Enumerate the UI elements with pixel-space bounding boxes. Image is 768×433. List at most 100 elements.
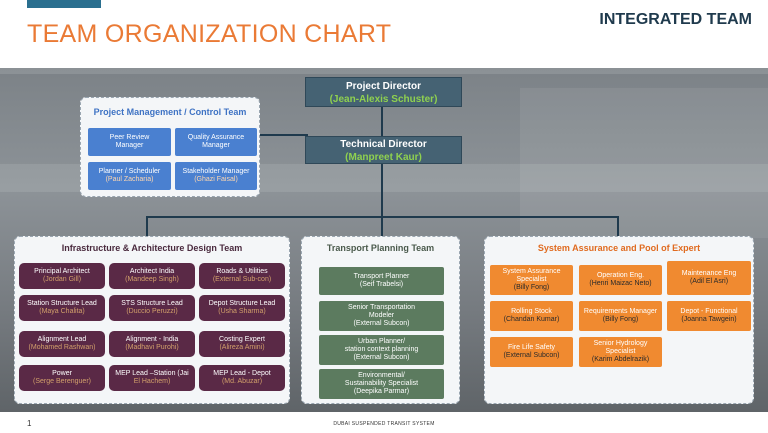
box-title: station context planning — [344, 346, 419, 353]
box-person: (Usha Sharma) — [218, 308, 266, 315]
box-person: (External Subcon) — [353, 354, 410, 361]
maintenance-eng-box: Maintenance Eng (Adil El Asri) — [667, 261, 751, 295]
top-accent-bar — [27, 0, 101, 8]
box-title: Power — [52, 370, 72, 377]
box-title: Alignment - India — [125, 336, 179, 343]
fire-life-safety-box: Fire Life Safety (External Subcon) — [490, 337, 573, 367]
connector-line — [381, 163, 383, 217]
connector-line — [381, 216, 383, 236]
slide-number: 1 — [27, 419, 32, 428]
system-assurance-title: System Assurance and Pool of Expert — [537, 243, 701, 253]
footer-text: DUBAI SUSPENDED TRANSIT SYSTEM — [333, 421, 435, 427]
box-title: Quality Assurance — [187, 134, 245, 141]
depot-functional-box: Depot - Functional (Joanna Tawgein) — [667, 301, 751, 331]
project-director-name: (Jean-Alexis Schuster) — [329, 94, 438, 105]
power-box: Power (Serge Berenguer) — [19, 365, 105, 391]
box-title: Maintenance Eng — [681, 270, 737, 277]
technical-director-name: (Manpreet Kaur) — [345, 152, 422, 163]
project-director-box: Project Director (Jean-Alexis Schuster) — [305, 77, 462, 107]
connector-line — [260, 134, 308, 136]
box-person: (Joanna Tawgein) — [681, 316, 737, 323]
box-title: Senior Hydrology — [593, 340, 648, 347]
project-management-title: Project Management / Control Team — [93, 107, 247, 117]
mep-lead-station-box: MEP Lead –Station (Jai El Hachem) — [109, 365, 195, 391]
box-person: (Mandeep Singh) — [125, 276, 179, 283]
box-title: Modeler — [368, 312, 395, 319]
architect-india-box: Architect India (Mandeep Singh) — [109, 263, 195, 289]
background-band — [0, 68, 768, 74]
box-title: Operation Eng. — [596, 272, 645, 279]
connector-line — [617, 216, 619, 236]
page-title: TEAM ORGANIZATION CHART — [27, 20, 392, 48]
box-person: (Seif Trabelsi) — [359, 281, 404, 288]
system-assurance-specialist-box: System Assurance Specialist (Billy Fong) — [490, 265, 573, 295]
box-title: Environmental/ — [358, 372, 405, 379]
operation-eng-box: Operation Eng. (Henri Maizac Neto) — [579, 265, 662, 295]
box-title: STS Structure Lead — [121, 300, 183, 307]
technical-director-box: Technical Director (Manpreet Kaur) — [305, 136, 462, 164]
sustainability-specialist-box: Environmental/ Sustainability Specialist… — [319, 369, 444, 399]
box-title: Peer Review — [109, 134, 150, 141]
box-person: (Duccio Peruzzi) — [126, 308, 178, 315]
roads-utilities-box: Roads & Utilities (External Sub-con) — [199, 263, 285, 289]
connector-line — [146, 216, 148, 236]
box-person: El Hachem) — [133, 378, 171, 385]
box-title: Fire Life Safety — [507, 344, 556, 351]
principal-architect-box: Principal Architect (Jordan Gill) — [19, 263, 105, 289]
box-title: MEP Lead –Station (Jai — [115, 370, 189, 377]
transport-planning-title: Transport Planning Team — [326, 243, 435, 253]
box-title: Station Structure Lead — [27, 300, 97, 307]
box-person: (Jordan Gill) — [42, 276, 82, 283]
box-title: Specialist — [605, 348, 636, 355]
box-title: Planner / Scheduler — [98, 168, 161, 175]
box-person: (Madhavi Purohi) — [125, 344, 179, 351]
box-title: Requirements Manager — [583, 308, 658, 315]
peer-review-manager-box: Peer Review Manager — [88, 128, 171, 156]
project-management-panel: Project Management / Control Team Peer R… — [80, 97, 260, 197]
box-person: (Alireza Amini) — [219, 344, 265, 351]
box-title: Senior Transportation — [348, 304, 415, 311]
box-title: Architect India — [129, 268, 175, 275]
box-person: (Adil El Asri) — [689, 278, 729, 285]
mep-lead-depot-box: MEP Lead - Depot (Md. Abuzar) — [199, 365, 285, 391]
box-title: Manager — [115, 142, 144, 149]
box-person: (Maya Chalita) — [39, 308, 85, 315]
connector-line — [381, 107, 383, 137]
box-person: (Deepika Parmar) — [353, 388, 410, 395]
box-person: (Karim Abdelrazik) — [591, 356, 650, 363]
box-person: (Ghazi Faisal) — [194, 176, 238, 183]
alignment-lead-box: Alignment Lead (Mohamed Rashwan) — [19, 331, 105, 357]
sts-structure-lead-box: STS Structure Lead (Duccio Peruzzi) — [109, 295, 195, 321]
project-director-role: Project Director — [345, 81, 422, 92]
box-person: (Serge Berenguer) — [33, 378, 91, 385]
box-title: Depot Structure Lead — [208, 300, 276, 307]
box-title: MEP Lead - Depot — [213, 370, 271, 377]
requirements-manager-box: Requirements Manager (Billy Fong) — [579, 301, 662, 331]
transport-planner-box: Transport Planner (Seif Trabelsi) — [319, 267, 444, 295]
box-title: Transport Planner — [353, 273, 410, 280]
depot-structure-lead-box: Depot Structure Lead (Usha Sharma) — [199, 295, 285, 321]
infrastructure-title: Infrastructure & Architecture Design Tea… — [61, 243, 243, 253]
box-title: Roads & Utilities — [216, 268, 268, 275]
system-assurance-panel: System Assurance and Pool of Expert Syst… — [484, 236, 754, 404]
planner-scheduler-box: Planner / Scheduler (Paul Zacharia) — [88, 162, 171, 190]
box-person: (External Subcon) — [353, 320, 410, 327]
integrated-team-label: INTEGRATED TEAM — [599, 11, 752, 28]
box-title: Urban Planner/ — [357, 338, 406, 345]
box-person: (Chandan Kumar) — [503, 316, 560, 323]
box-title: Rolling Stock — [511, 308, 552, 315]
costing-expert-box: Costing Expert (Alireza Amini) — [199, 331, 285, 357]
box-title: Alignment Lead — [37, 336, 87, 343]
box-title: Manager — [202, 142, 230, 149]
box-title: Stakeholder Manager — [182, 168, 250, 175]
box-person: (Billy Fong) — [513, 284, 550, 291]
box-person: (Mohamed Rashwan) — [28, 344, 96, 351]
background-band — [520, 88, 768, 238]
box-title: Specialist — [516, 276, 547, 283]
senior-transportation-modeler-box: Senior Transportation Modeler (External … — [319, 301, 444, 331]
senior-hydrology-specialist-box: Senior Hydrology Specialist (Karim Abdel… — [579, 337, 662, 367]
rolling-stock-box: Rolling Stock (Chandan Kumar) — [490, 301, 573, 331]
box-person: (Md. Abuzar) — [221, 378, 263, 385]
box-title: Costing Expert — [219, 336, 265, 343]
box-title: System Assurance — [502, 268, 561, 275]
